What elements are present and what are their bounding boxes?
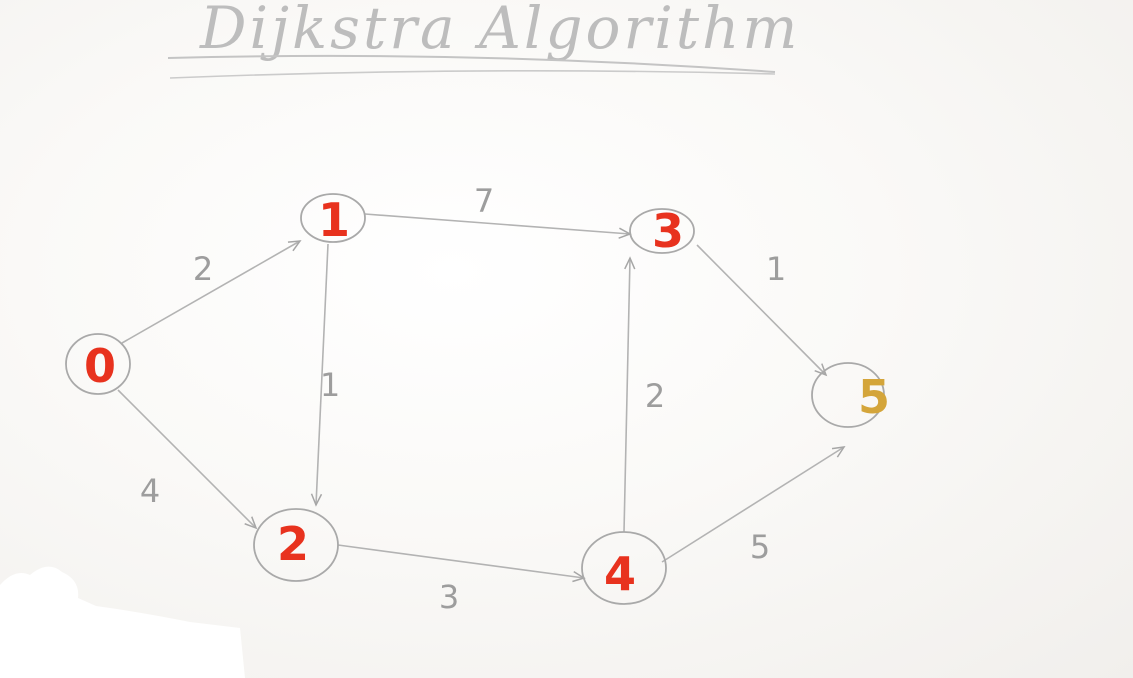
edge-1-2	[310, 243, 329, 507]
node-circle-4	[581, 531, 667, 605]
edge-weight-3-5: 1	[766, 250, 786, 288]
edge-weights-layer: 2 4 7 1 3 2 1 5	[140, 182, 786, 616]
edges-layer	[117, 213, 846, 583]
edge-1-3	[364, 213, 632, 239]
diagram-title: Dijkstra Algorithm	[199, 0, 800, 62]
node-label-3: 3	[652, 204, 684, 258]
node-circle-3	[629, 208, 695, 254]
edge-weight-0-1: 2	[193, 250, 213, 288]
node-label-4: 4	[604, 547, 636, 601]
nodes-layer: 0 1 2 3 4 5	[65, 193, 890, 605]
title-underline	[167, 54, 776, 73]
edge-weight-1-2: 1	[320, 366, 340, 404]
node-label-1: 1	[318, 193, 350, 247]
node-circle-2	[253, 508, 339, 582]
edge-3-5	[696, 244, 828, 377]
edge-2-4	[337, 544, 586, 583]
edge-4-5	[661, 446, 846, 563]
node-circle-5	[811, 362, 885, 428]
edge-4-3	[623, 256, 636, 533]
node-label-2: 2	[277, 517, 309, 571]
edge-weight-2-4: 3	[439, 578, 459, 616]
paper-corner	[0, 566, 245, 678]
edge-weight-0-2: 4	[140, 472, 160, 510]
edge-weight-4-3: 2	[645, 377, 665, 415]
node-label-0: 0	[84, 339, 116, 393]
edge-0-1	[121, 240, 302, 344]
node-circle-1	[300, 193, 366, 243]
node-circle-0	[65, 333, 131, 395]
edge-weight-1-3: 7	[474, 182, 494, 220]
title-underline-second	[169, 70, 776, 79]
node-label-5: 5	[858, 370, 890, 424]
edge-0-2	[117, 389, 258, 530]
edge-weight-4-5: 5	[750, 528, 770, 566]
